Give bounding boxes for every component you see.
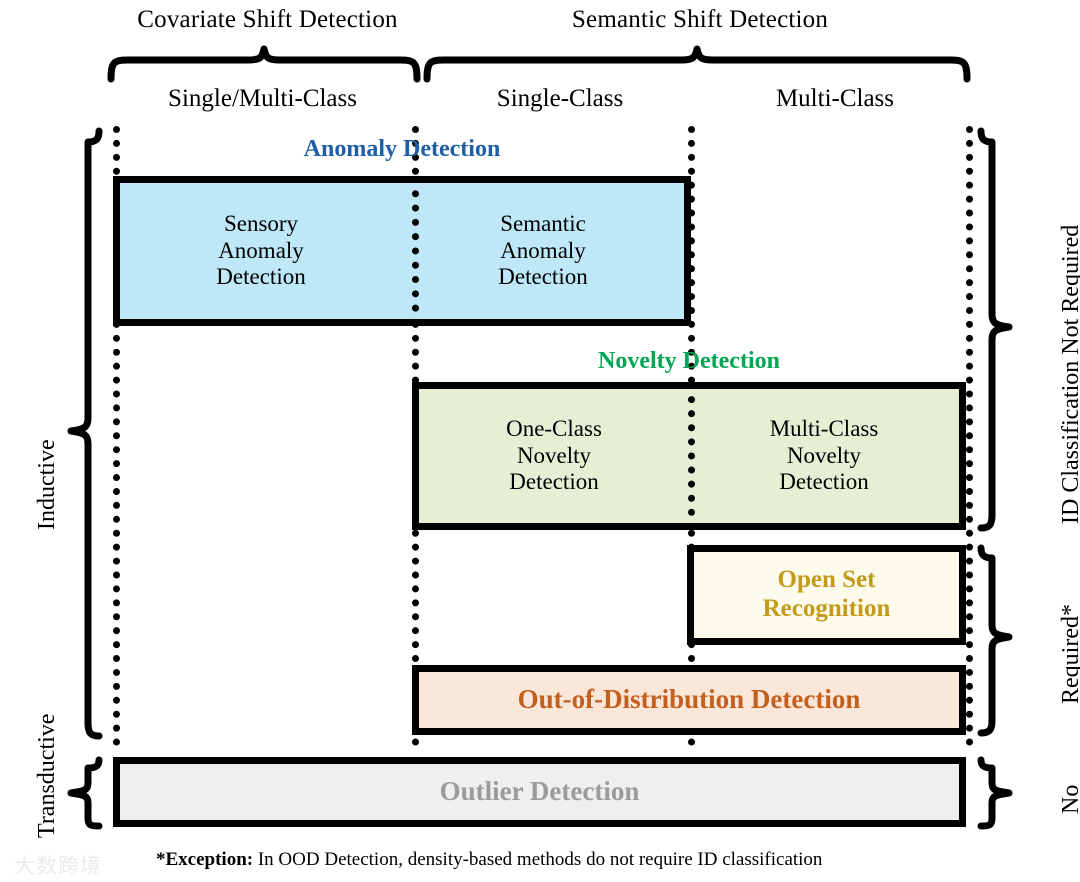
brace-covariate-shift (107, 45, 421, 83)
cell-open-set-recognition: Open Set Recognition (694, 552, 959, 638)
cell-line: Anomaly (218, 237, 304, 263)
side-label-transductive: Transductive (34, 713, 60, 838)
side-label-no: No (1058, 784, 1080, 814)
column-separator-right-edge (966, 126, 973, 746)
cell-line: Open Set (777, 566, 876, 594)
cell-line: Detection (509, 469, 599, 495)
column-header-multi-class: Multi-Class (775, 85, 895, 112)
caption-novelty-detection: Novelty Detection (598, 348, 780, 374)
box-internal-divider (688, 382, 695, 530)
cell-line: Detection (498, 264, 588, 290)
side-label-id-classification-not-required: ID Classification Not Required (1058, 224, 1080, 524)
box-ood-detection: Out-of-Distribution Detection (412, 665, 966, 735)
cell-semantic-anomaly-detection: Semantic Anomaly Detection (402, 183, 684, 319)
brace-id-classification-not-required (977, 127, 1013, 532)
cell-line: Detection (779, 469, 869, 495)
cell-outlier-detection: Outlier Detection (120, 764, 959, 820)
footnote: *Exception: In OOD Detection, density-ba… (156, 849, 822, 871)
brace-no (977, 756, 1013, 830)
cell-sensory-anomaly-detection: Sensory Anomaly Detection (120, 183, 402, 319)
cell-line: Novelty (516, 442, 592, 468)
box-internal-divider (412, 176, 419, 326)
brace-transductive (67, 756, 103, 830)
caption-anomaly-detection: Anomaly Detection (303, 136, 501, 162)
box-anomaly-detection: Sensory Anomaly Detection Semantic Anoma… (113, 176, 691, 326)
group-title-covariate-shift: Covariate Shift Detection (137, 6, 398, 33)
footnote-text: In OOD Detection, density-based methods … (253, 849, 823, 870)
cell-line: Multi-Class (769, 416, 879, 442)
box-open-set-recognition: Open Set Recognition (687, 545, 966, 645)
cell-line: Semantic (500, 211, 586, 237)
brace-inductive (67, 127, 103, 740)
column-separator-left-edge (113, 126, 120, 746)
column-header-single-class: Single-Class (496, 85, 624, 112)
cell-line: One-Class (506, 416, 602, 442)
cell-line: Novelty (786, 442, 862, 468)
cell-multi-class-novelty-detection: Multi-Class Novelty Detection (689, 389, 959, 523)
box-novelty-detection: One-Class Novelty Detection Multi-Class … (412, 382, 966, 530)
group-title-semantic-shift: Semantic Shift Detection (571, 6, 829, 33)
side-label-inductive: Inductive (34, 439, 60, 530)
cell-line: Sensory (223, 211, 299, 237)
brace-semantic-shift (423, 45, 971, 83)
cell-line: Anomaly (500, 237, 586, 263)
cell-line: Out-of-Distribution Detection (517, 684, 861, 715)
brace-required (977, 544, 1013, 737)
footnote-prefix: *Exception: (156, 849, 254, 870)
side-label-required: Required* (1058, 604, 1080, 704)
watermark: 大数跨境 (14, 854, 102, 878)
column-header-single-multi-class: Single/Multi-Class (168, 85, 357, 112)
cell-line: Detection (216, 264, 306, 290)
box-outlier-detection: Outlier Detection (113, 757, 966, 827)
cell-one-class-novelty-detection: One-Class Novelty Detection (419, 389, 689, 523)
cell-ood-detection: Out-of-Distribution Detection (419, 672, 959, 728)
cell-line: Recognition (762, 595, 891, 622)
cell-line: Outlier Detection (439, 776, 640, 807)
